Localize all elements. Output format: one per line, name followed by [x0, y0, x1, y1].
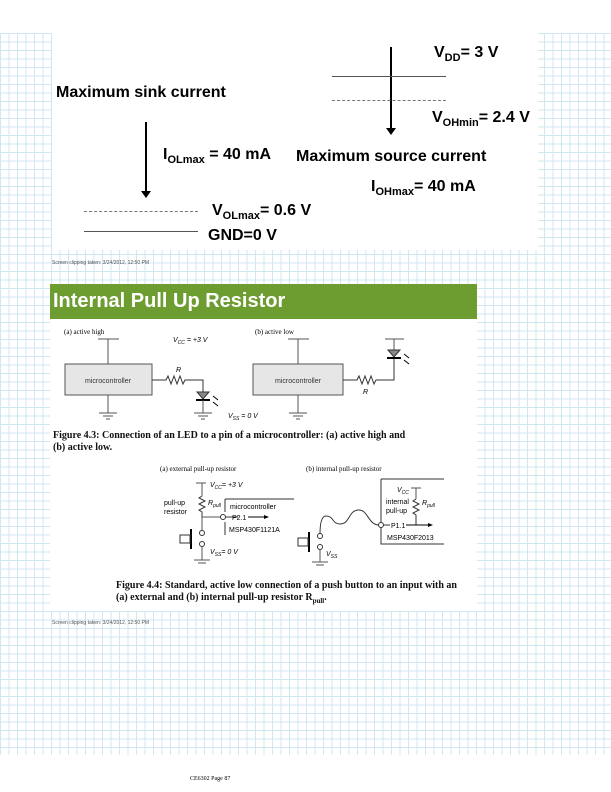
fig44-b-label: (b) internal pull-up resistor — [306, 465, 382, 473]
gnd-label: GND=0 V — [208, 227, 277, 244]
led-a-icon — [195, 391, 211, 400]
mcu-label-fig44a: microcontroller — [230, 504, 277, 511]
voh-label: VOHmin= 2.4 V — [432, 109, 530, 129]
sink-arrow-icon — [141, 122, 151, 198]
figure-4-3-caption: Figure 4.3: Connection of an LED to a pi… — [53, 430, 406, 453]
fig44-a-label: (a) external pull-up resistor — [160, 465, 237, 473]
pullup-label-1: pull-up — [164, 500, 185, 507]
resistor-b — [343, 357, 395, 386]
voh-level-line — [332, 100, 446, 101]
vol-label: VOLmax= 0.6 V — [212, 202, 312, 222]
vol-level-line — [84, 211, 198, 212]
clipping-timestamp: Screen clipping taken: 3/24/2012, 12:50 … — [52, 260, 150, 266]
slide-title: Internal Pull Up Resistor — [50, 284, 477, 319]
rpull-label-b: Rpull — [422, 500, 436, 509]
source-arrow-icon — [386, 47, 396, 135]
iol-label: IOLmax = 40 mA — [163, 146, 272, 166]
vss-label-a: VSS = 0 V — [228, 413, 259, 422]
mcu-label-a: microcontroller — [85, 378, 132, 385]
pull-up-resistor-slide: Internal Pull Up Resistor (a) active hig… — [50, 284, 477, 611]
vdd-label: VDD= 3 V — [434, 44, 499, 64]
figure-4-4-caption: Figure 4.4: Standard, active low connect… — [116, 580, 457, 605]
led-b-icon — [386, 349, 402, 358]
source-current-title: Maximum source current — [296, 148, 487, 165]
wire-curve — [319, 509, 380, 535]
vss-label-fig44a: VSS= 0 V — [210, 549, 239, 558]
chip-msp430f2013-label: MSP430F2013 — [387, 535, 434, 542]
sink-current-title: Maximum sink current — [56, 84, 226, 101]
clipping-timestamp-2: Screen clipping taken: 3/24/2012, 12:50 … — [52, 620, 150, 626]
mcu-label-b: microcontroller — [275, 378, 322, 385]
microcontroller-box-b — [252, 363, 344, 396]
pin-p21-label: P2.1 — [232, 515, 247, 522]
vdd-level-line — [332, 76, 446, 77]
internal-label-1: internal — [386, 499, 409, 506]
internal-pull-up-resistor — [411, 498, 421, 525]
pull-up-resistor-a — [197, 495, 207, 517]
r-label-a: R — [176, 367, 181, 374]
vcc-label-fig44b: VCC — [397, 487, 409, 496]
fig43-a-label: (a) active high — [64, 328, 105, 336]
resistor-a — [152, 374, 204, 392]
vss-label-fig44b: VSS — [326, 551, 338, 560]
page-footer: CE6302 Page 87 — [190, 776, 231, 782]
fig43-b-label: (b) active low — [255, 328, 295, 336]
gnd-level-line — [84, 231, 198, 232]
vcc-label-a: VCC = +3 V — [173, 337, 209, 346]
pullup-label-2: resistor — [164, 509, 188, 516]
r-label-b: R — [363, 389, 368, 396]
figure-4-3-4-4-diagrams: (a) active high microcontroller VCC = +3… — [64, 328, 444, 566]
voltage-levels-slide: Maximum sink current IOLmax = 40 mA VOLm… — [52, 33, 538, 250]
pin-p11-label: P1.1 — [391, 523, 406, 530]
ioh-label: IOHmax= 40 mA — [371, 178, 476, 198]
vcc-label-fig44a: VCC= +3 V — [210, 482, 244, 491]
internal-label-2: pull-up — [386, 508, 407, 515]
rpull-label-a: Rpull — [208, 500, 222, 509]
chip-msp430f1121a-label: MSP430F1121A — [229, 527, 280, 534]
